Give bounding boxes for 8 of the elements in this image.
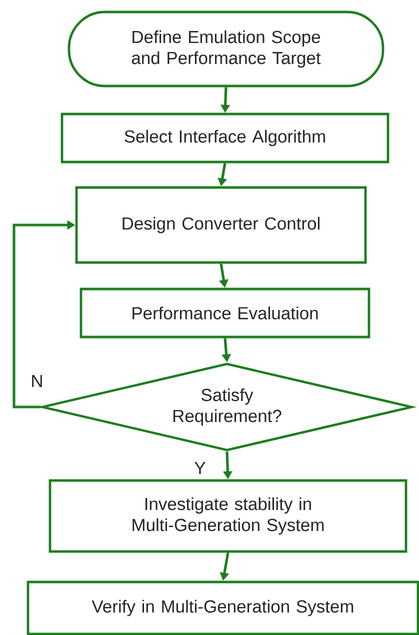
edge-label: Y [193,460,207,476]
process-box: Investigate stability in Multi-Generation System [48,479,408,553]
start-terminal: Define Emulation Scope and Performance Target [68,10,384,88]
process-box: Verify in Multi-Generation System [26,580,419,635]
edge-label: N [30,374,44,388]
process-box: Design Converter Control [75,186,367,264]
process-box: Performance Evaluation [80,288,370,338]
process-box: Select Interface Algorithm [60,112,390,164]
